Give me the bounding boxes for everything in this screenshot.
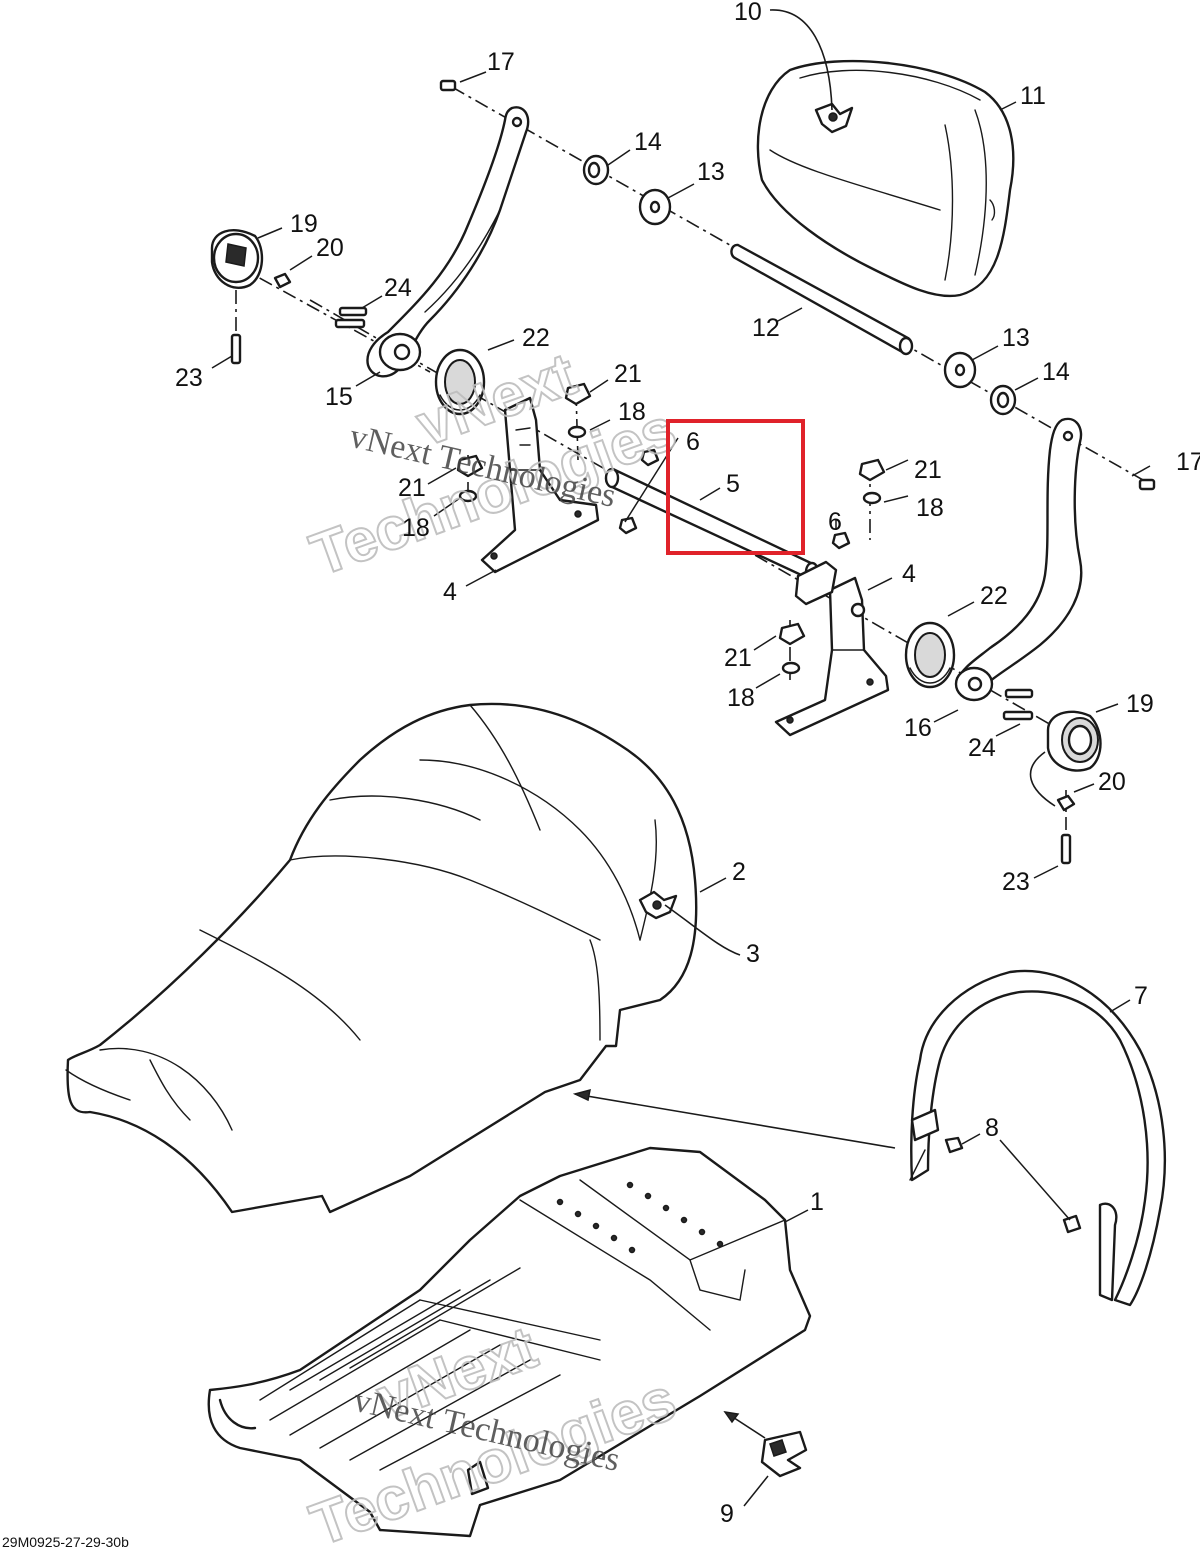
callout-18-b: 18	[402, 514, 430, 542]
callout-20-left: 20	[316, 234, 344, 262]
callout-16: 16	[904, 714, 932, 742]
bolts-17	[439, 79, 1156, 491]
callout-labels: 10 11 17 14 13 12 13 14 17 19 20 24 23 1…	[175, 0, 1200, 1528]
callout-8: 8	[985, 1114, 999, 1142]
callout-15: 15	[325, 383, 353, 411]
callout-21-a: 21	[614, 360, 642, 388]
callout-13-lower: 13	[1002, 324, 1030, 352]
highlight-box-part-5	[666, 419, 805, 555]
callout-21-c: 21	[914, 456, 942, 484]
callout-1: 1	[810, 1188, 824, 1216]
seat-base	[207, 1146, 812, 1538]
callout-14-upper: 14	[634, 128, 662, 156]
callout-18-a: 18	[618, 398, 646, 426]
callout-10: 10	[734, 0, 762, 26]
callout-19-left: 19	[290, 210, 318, 238]
callout-19-right: 19	[1126, 690, 1154, 718]
nuts-21-washers-18	[456, 382, 886, 675]
callout-24-right: 24	[968, 734, 996, 762]
callout-18-c: 18	[916, 494, 944, 522]
left-knob-assembly	[210, 229, 368, 365]
callout-22-left: 22	[522, 324, 550, 352]
callout-9: 9	[720, 1500, 734, 1528]
drawing-id: 29M0925-27-29-30b	[2, 1534, 129, 1550]
callout-5: 5	[726, 470, 740, 498]
callout-17-left: 17	[487, 48, 515, 76]
callout-11: 11	[1020, 82, 1046, 110]
ratchet-discs	[434, 348, 956, 689]
callout-21-d: 21	[724, 644, 752, 672]
callout-24-left: 24	[384, 274, 412, 302]
callout-7: 7	[1134, 982, 1148, 1010]
callout-14-lower: 14	[1042, 358, 1070, 386]
right-bracket	[774, 576, 890, 737]
clips-8	[944, 1136, 1082, 1234]
seat-cover	[65, 702, 698, 1214]
clamp-9	[760, 1430, 808, 1478]
right-knob-assembly	[1002, 688, 1102, 865]
callout-23-right: 23	[1002, 868, 1030, 896]
callout-17-right: 17	[1176, 448, 1200, 476]
backrest-shaft	[730, 243, 914, 356]
callout-6-upper: 6	[686, 428, 700, 456]
callout-18-d: 18	[727, 684, 755, 712]
callout-13-upper: 13	[697, 158, 725, 186]
callout-21-b: 21	[398, 474, 426, 502]
callout-23-left: 23	[175, 364, 203, 392]
assembly-arrows	[572, 9, 896, 1439]
right-backrest-arm	[954, 417, 1083, 702]
callout-2: 2	[732, 858, 746, 886]
left-backrest-arm	[366, 106, 530, 378]
callout-4-left: 4	[443, 578, 457, 606]
leader-lines	[211, 71, 1151, 1507]
callout-4-right: 4	[902, 560, 916, 588]
left-bracket	[480, 396, 600, 574]
callout-12: 12	[752, 314, 780, 342]
callout-6-lower: 6	[828, 508, 842, 536]
callout-22-right: 22	[980, 582, 1008, 610]
side-trim	[909, 969, 1167, 1307]
washers-and-bushings	[582, 154, 1017, 416]
callout-20-right: 20	[1098, 768, 1126, 796]
backrest-cushion	[756, 59, 1015, 298]
callout-3: 3	[746, 940, 760, 968]
